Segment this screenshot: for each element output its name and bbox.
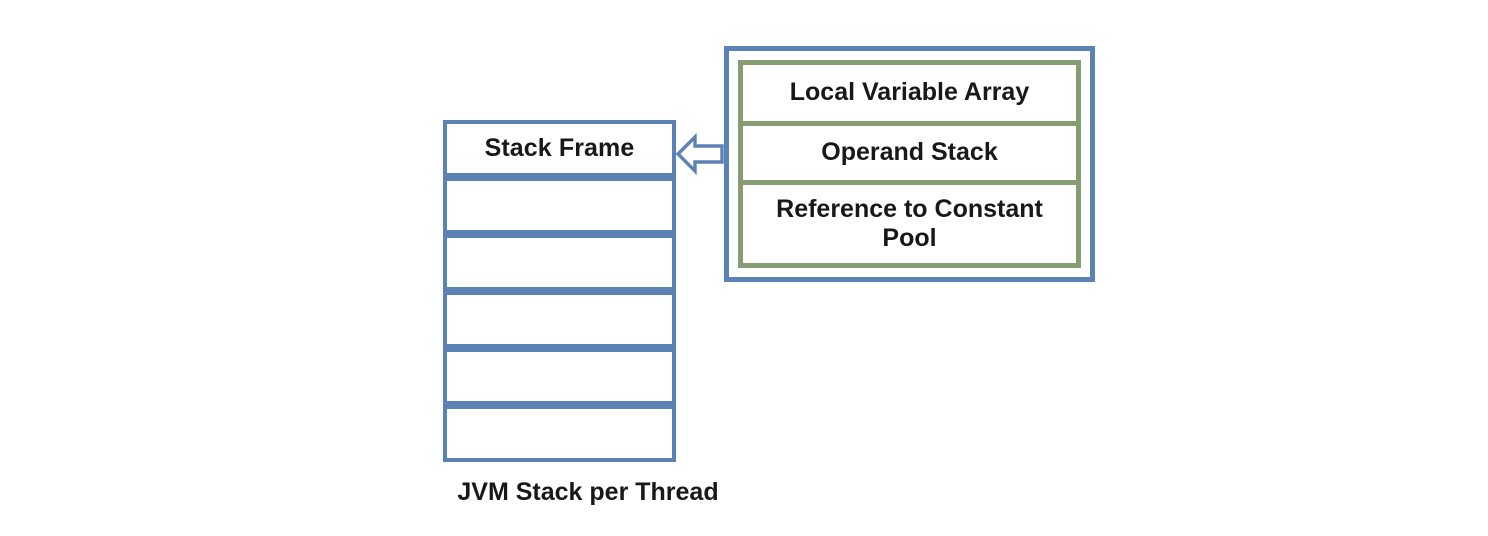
constant-pool-reference-label: Reference to Constant Pool: [776, 194, 1043, 253]
jvm-stack: Stack Frame: [443, 120, 676, 462]
stack-cell-empty-5[interactable]: [443, 405, 676, 462]
stack-cell-empty-4[interactable]: [443, 348, 676, 405]
jvm-stack-caption: JVM Stack per Thread: [457, 478, 719, 506]
constant-pool-reference-row[interactable]: Reference to Constant Pool: [743, 180, 1076, 263]
operand-stack-label: Operand Stack: [821, 138, 998, 167]
stack-cell-empty-2[interactable]: [443, 234, 676, 291]
stack-frame-label: Stack Frame: [484, 134, 635, 162]
arrow-left-icon: [676, 132, 724, 176]
stack-frame-detail-inner: Local Variable Array Operand Stack Refer…: [738, 60, 1081, 268]
stack-frame-cell[interactable]: Stack Frame: [443, 120, 676, 177]
stack-frame-detail-panel: Local Variable Array Operand Stack Refer…: [724, 46, 1095, 282]
stack-cell-empty-1[interactable]: [443, 177, 676, 234]
local-variable-array-row[interactable]: Local Variable Array: [743, 65, 1076, 121]
stack-cell-empty-3[interactable]: [443, 291, 676, 348]
local-variable-array-label: Local Variable Array: [789, 78, 1030, 107]
operand-stack-row[interactable]: Operand Stack: [743, 121, 1076, 180]
